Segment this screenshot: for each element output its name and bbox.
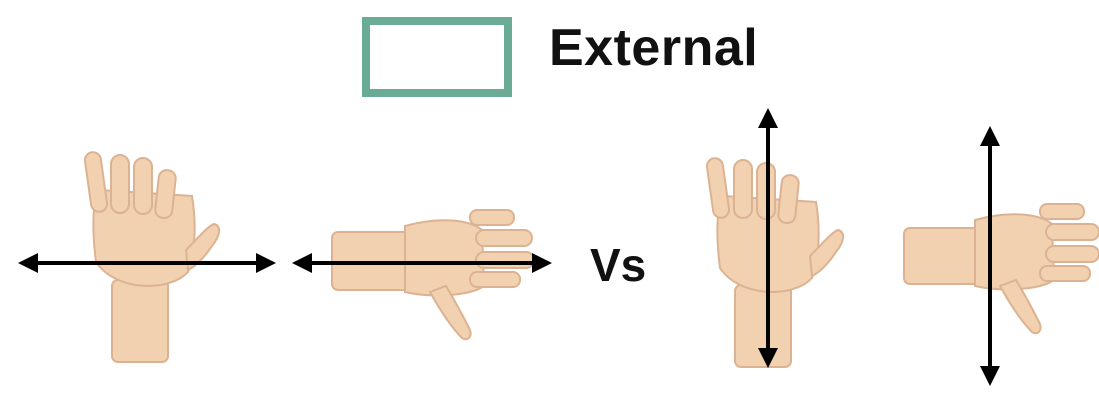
vs-label: Vs [590, 239, 647, 291]
hand-horizontal-2 [903, 203, 1099, 335]
hand-upright-2 [705, 157, 844, 368]
legend-swatch-external [362, 17, 512, 97]
hand-upright-1 [83, 151, 220, 363]
hand-horizontal-1 [331, 209, 535, 341]
legend-label: External [549, 19, 759, 77]
